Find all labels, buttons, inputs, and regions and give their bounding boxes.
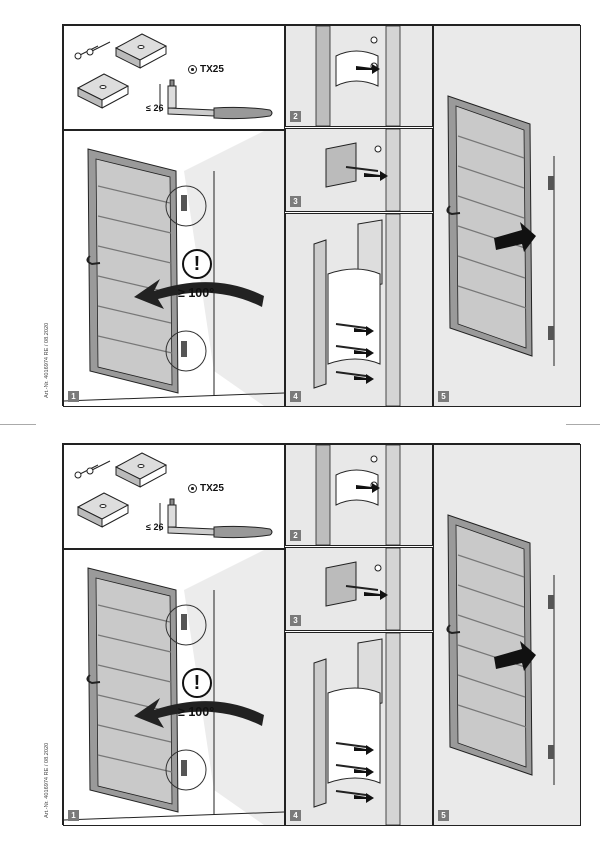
hinge-detail-illustration xyxy=(286,26,432,126)
dimension-label: ≤ 26 xyxy=(146,103,164,113)
bracket-mount-illustration xyxy=(286,548,432,630)
article-number: Art.-Nr. 4016974 RE / 08.2020 xyxy=(44,742,50,818)
warning-icon: ! xyxy=(182,668,212,698)
step-number: 5 xyxy=(438,391,449,402)
torx-bit-label: TX25 xyxy=(188,483,224,494)
hinge-detail-illustration xyxy=(286,445,432,545)
hinge-screws-illustration xyxy=(286,633,432,825)
step-number: 1 xyxy=(68,810,79,821)
step-1-panel: ! ≥ 100° 1 xyxy=(63,549,285,826)
step-3-panel: 3 xyxy=(285,547,433,631)
dimension-label: ≤ 26 xyxy=(146,522,164,532)
torx-icon xyxy=(188,65,197,74)
opening-angle-label: ≥ 100° xyxy=(178,705,215,719)
step-5-panel: 5 xyxy=(433,444,581,826)
tools-panel: TX25 ≤ 26 xyxy=(63,25,285,130)
article-number: Art.-Nr. 4016974 RE / 08.2020 xyxy=(44,322,50,398)
step-number: 1 xyxy=(68,391,79,402)
cut-line-left xyxy=(0,424,36,425)
step-number: 3 xyxy=(290,196,301,207)
step-number: 2 xyxy=(290,530,301,541)
step-5-panel: 5 xyxy=(433,25,581,407)
torx-bit-label: TX25 xyxy=(188,64,224,75)
screws-and-brackets-illustration xyxy=(74,33,273,120)
step-number: 3 xyxy=(290,615,301,626)
step-2-panel: 2 xyxy=(285,444,433,546)
hinge-screws-illustration xyxy=(286,214,432,406)
screws-and-brackets-illustration xyxy=(74,452,273,539)
tools-panel: TX25 ≤ 26 xyxy=(63,444,285,549)
step-4-panel: 4 xyxy=(285,213,433,407)
step-number: 5 xyxy=(438,810,449,821)
step-number: 4 xyxy=(290,810,301,821)
step-number: 4 xyxy=(290,391,301,402)
bracket-mount-illustration xyxy=(286,129,432,211)
door-closing-illustration xyxy=(434,26,580,406)
step-3-panel: 3 xyxy=(285,128,433,212)
instruction-sheet-top: TX25 ≤ 26 ! ≥ 100° 1 xyxy=(62,24,581,407)
step-4-panel: 4 xyxy=(285,632,433,826)
step-2-panel: 2 xyxy=(285,25,433,127)
door-opening-illustration xyxy=(64,131,284,406)
step-number: 2 xyxy=(290,111,301,122)
step-1-panel: ! ≥ 100° 1 xyxy=(63,130,285,407)
torx-icon xyxy=(188,484,197,493)
instruction-sheet-bottom: TX25 ≤ 26 ! ≥ 100° 1 xyxy=(62,443,581,826)
door-closing-illustration xyxy=(434,445,580,825)
warning-icon: ! xyxy=(182,249,212,279)
door-opening-illustration xyxy=(64,550,284,825)
cut-line-right xyxy=(566,424,600,425)
opening-angle-label: ≥ 100° xyxy=(178,286,215,300)
